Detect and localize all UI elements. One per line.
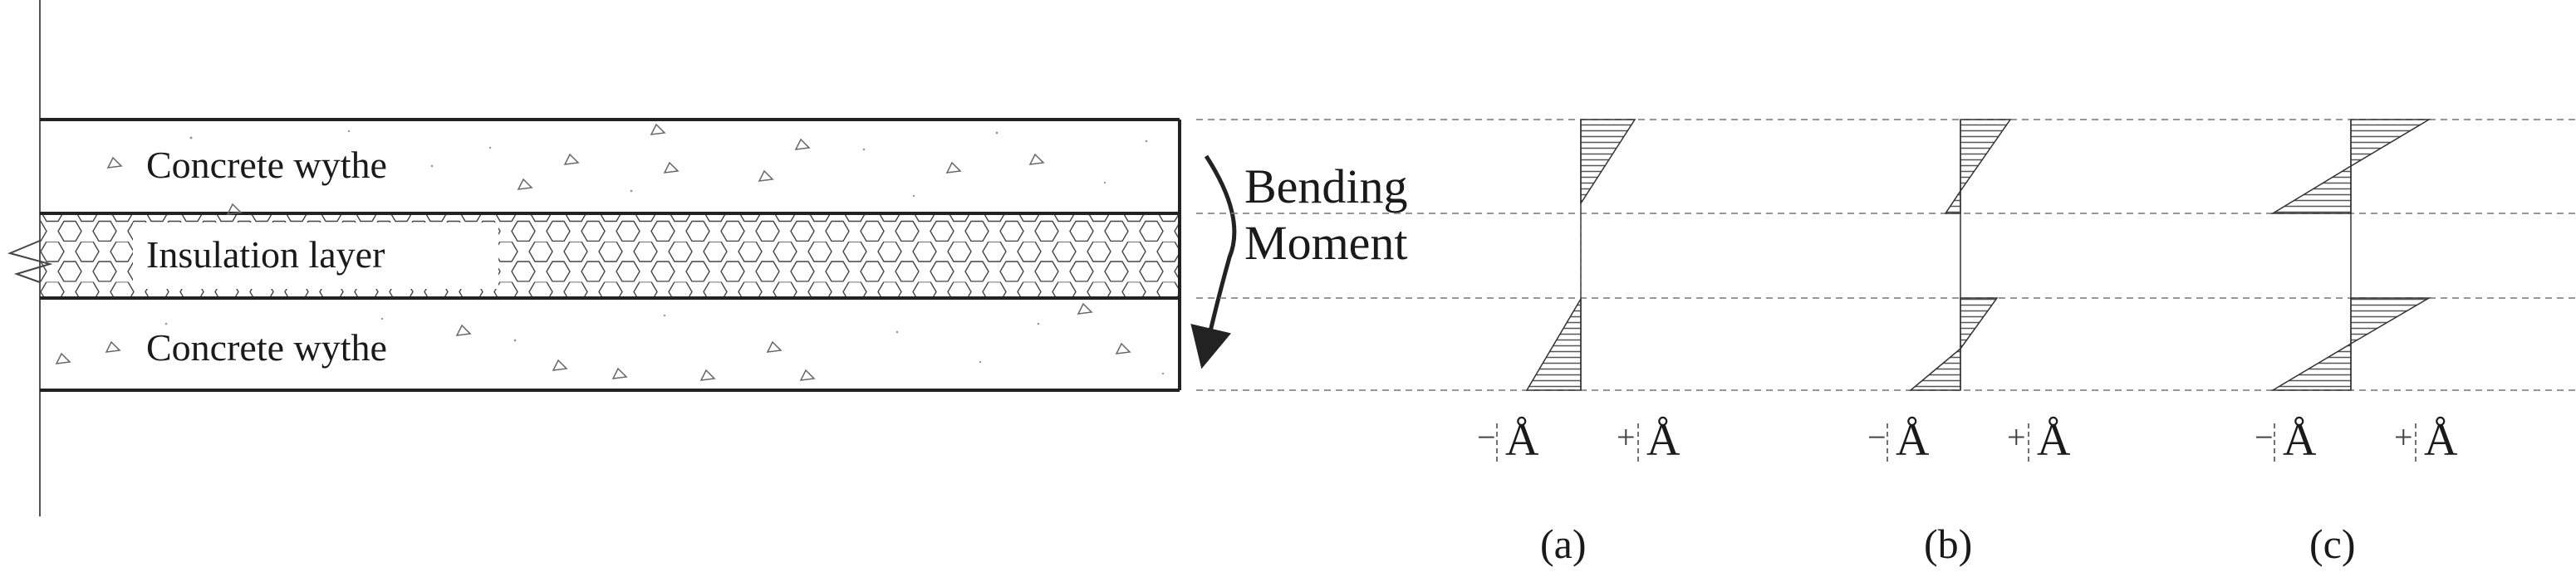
symbol-a-right: Å [1646,414,1681,466]
break-symbol [7,240,53,283]
top-wythe-label: Concrete wythe [146,144,387,186]
sign-row-b: − Å + Å [1867,414,2071,466]
concrete-dots [164,130,1165,375]
bottom-wythe-label: Concrete wythe [146,326,387,369]
symbol-c-right: Å [2424,414,2458,466]
moment-label: Moment [1244,216,1408,270]
minus-sign-b: − [1867,418,1887,456]
sign-row-a: − Å + Å [1477,414,1681,466]
caption-b: (b) [1924,521,1972,567]
symbol-c-left: Å [2283,414,2317,466]
bending-label: Bending [1244,159,1408,213]
stress-diagram-a [1525,119,1636,391]
stress-diagram-b [1908,119,2012,391]
panel-outline [40,118,1181,392]
insulation-label-bg [133,222,498,289]
plus-sign-c: + [2394,418,2413,456]
sign-row-c: − Å + Å [2255,414,2458,466]
caption-a: (a) [1540,521,1587,567]
minus-sign-c: − [2255,418,2274,456]
minus-sign-a: − [1477,418,1496,456]
bending-moment-arrow [1190,154,1237,369]
caption-c: (c) [2309,521,2356,567]
insulation-layer-label: Insulation layer [146,233,385,276]
concrete-aggregate [55,123,1131,381]
stress-diagram-c [2270,119,2431,391]
plus-sign-b: + [2007,418,2026,456]
plus-sign-a: + [1617,418,1636,456]
symbol-b-left: Å [1896,414,1930,466]
symbol-b-right: Å [2037,414,2071,466]
layer-reference-lines [1196,119,2576,391]
symbol-a-left: Å [1505,414,1539,466]
